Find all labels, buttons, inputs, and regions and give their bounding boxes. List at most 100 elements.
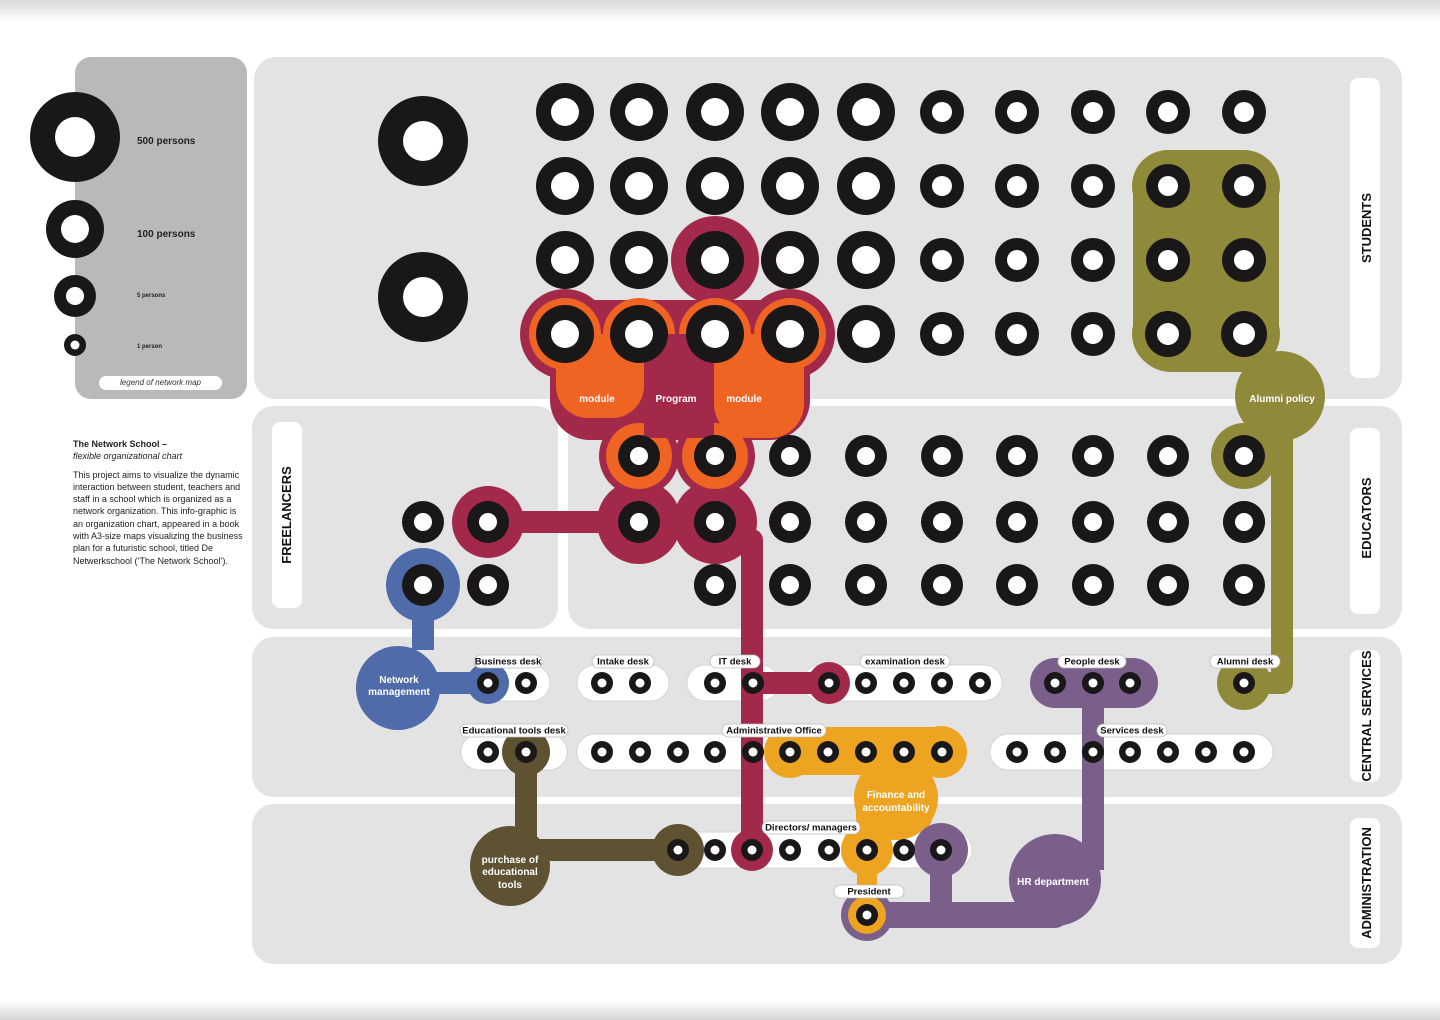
legend-1-ring: [64, 334, 86, 356]
student-node: [995, 164, 1039, 208]
student-node: [536, 157, 594, 215]
project-description: The Network School – flexible organizati…: [73, 438, 243, 567]
person-nodes: [378, 83, 1267, 926]
intake-desk-node: [591, 672, 613, 694]
student-node: [1146, 90, 1190, 134]
director-node: [818, 839, 840, 861]
examination-desk-node: [931, 672, 953, 694]
director-node: [704, 839, 726, 861]
student-node: [610, 83, 668, 141]
desk-tags: Business desk Intake desk IT desk examin…: [459, 654, 1281, 899]
administrative-office-node: [893, 741, 915, 763]
educator-node: [694, 501, 736, 543]
educator-node: [1072, 564, 1114, 606]
director-node: [893, 839, 915, 861]
legend-5-label: 5 persons: [137, 293, 166, 299]
freelancer-node: [402, 501, 444, 543]
administrative-office-node: [855, 741, 877, 763]
student-node: [686, 157, 744, 215]
student-node: [1071, 312, 1115, 356]
administrative-office-node: [817, 741, 839, 763]
director-node: [741, 839, 763, 861]
student-node: [761, 231, 819, 289]
intake-desk-tag: Intake desk: [591, 654, 655, 669]
administrative-office-node: [704, 741, 726, 763]
educational-tools-desk-node: [515, 741, 537, 763]
finance-label-1: Finance and: [867, 790, 925, 801]
administration-tab: [1350, 818, 1380, 948]
educator-node: [1223, 564, 1265, 606]
student-node: [837, 305, 895, 363]
services-desk-node: [1044, 741, 1066, 763]
student-node: [920, 312, 964, 356]
program-label: Program: [655, 394, 696, 405]
educator-node: [921, 501, 963, 543]
group-labels: module Program module Alumni policy Netw…: [368, 394, 1315, 891]
examination-desk-node: [818, 672, 840, 694]
svg-text:Directors/ managers: Directors/ managers: [765, 823, 857, 834]
student-node: [995, 312, 1039, 356]
legend-100-ring: [46, 200, 104, 258]
it-desk-node: [704, 672, 726, 694]
purchase-label-2: educational: [482, 867, 538, 878]
module-right-label: module: [726, 394, 762, 405]
educator-node: [694, 564, 736, 606]
student-node: [761, 83, 819, 141]
directors-tag: Directors/ managers: [761, 820, 861, 835]
svg-text:Services desk: Services desk: [1100, 726, 1164, 737]
svg-text:Educational tools desk: Educational tools desk: [462, 726, 566, 737]
svg-text:Intake desk: Intake desk: [597, 657, 649, 668]
network-management-label-2: management: [368, 687, 430, 698]
business-desk-node: [477, 672, 499, 694]
central-services-tab: [1350, 650, 1380, 782]
student-node: [995, 90, 1039, 134]
alumni-desk-node: [1233, 672, 1255, 694]
educator-node: [1147, 501, 1189, 543]
educator-node: [1072, 501, 1114, 543]
student-node: [1146, 164, 1190, 208]
freelancer-node: [402, 564, 444, 606]
director-node: [856, 839, 878, 861]
educator-node: [1147, 435, 1189, 477]
educator-node: [694, 435, 736, 477]
svg-text:examination desk: examination desk: [865, 657, 945, 668]
student-large-node: [378, 252, 468, 342]
educator-node: [921, 435, 963, 477]
freelancers-label: FREELANCERS: [279, 466, 294, 564]
services-desk-node: [1195, 741, 1217, 763]
student-node: [686, 83, 744, 141]
student-node: [1222, 164, 1266, 208]
educator-node: [618, 501, 660, 543]
svg-text:Business desk: Business desk: [475, 657, 542, 668]
svg-text:Alumni desk: Alumni desk: [1217, 657, 1274, 668]
people-desk-node: [1044, 672, 1066, 694]
freelancers-tab: [272, 422, 302, 608]
freelancer-node: [467, 564, 509, 606]
president-tag: President: [833, 884, 905, 899]
student-node: [995, 238, 1039, 282]
educator-node: [1072, 435, 1114, 477]
examination-desk-tag: examination desk: [859, 654, 951, 669]
freelancer-node: [467, 501, 509, 543]
legend-500-ring: [30, 92, 120, 182]
legend-1-label: 1 person: [137, 344, 163, 350]
student-large-node: [378, 96, 468, 186]
student-node: [1145, 311, 1191, 357]
description-body: This project aims to visualize the dynam…: [73, 469, 243, 566]
purchase-label-1: purchase of: [482, 855, 539, 866]
finance-label-2: accountability: [862, 803, 930, 814]
examination-desk-node: [855, 672, 877, 694]
administrative-office-node: [779, 741, 801, 763]
description-subtitle: flexible organizational chart: [73, 451, 183, 462]
alumni-desk-tag: Alumni desk: [1209, 654, 1281, 669]
educators-tab: [1350, 428, 1380, 614]
examination-desk-node: [969, 672, 991, 694]
services-desk-node: [1006, 741, 1028, 763]
people-desk-tag: People desk: [1057, 654, 1127, 669]
educator-node: [845, 501, 887, 543]
student-node: [536, 305, 594, 363]
student-node: [920, 238, 964, 282]
section-labels: STUDENTS EDUCATORS FREELANCERS CENTRAL S…: [279, 193, 1374, 939]
student-node: [536, 83, 594, 141]
it-desk-node: [742, 672, 764, 694]
